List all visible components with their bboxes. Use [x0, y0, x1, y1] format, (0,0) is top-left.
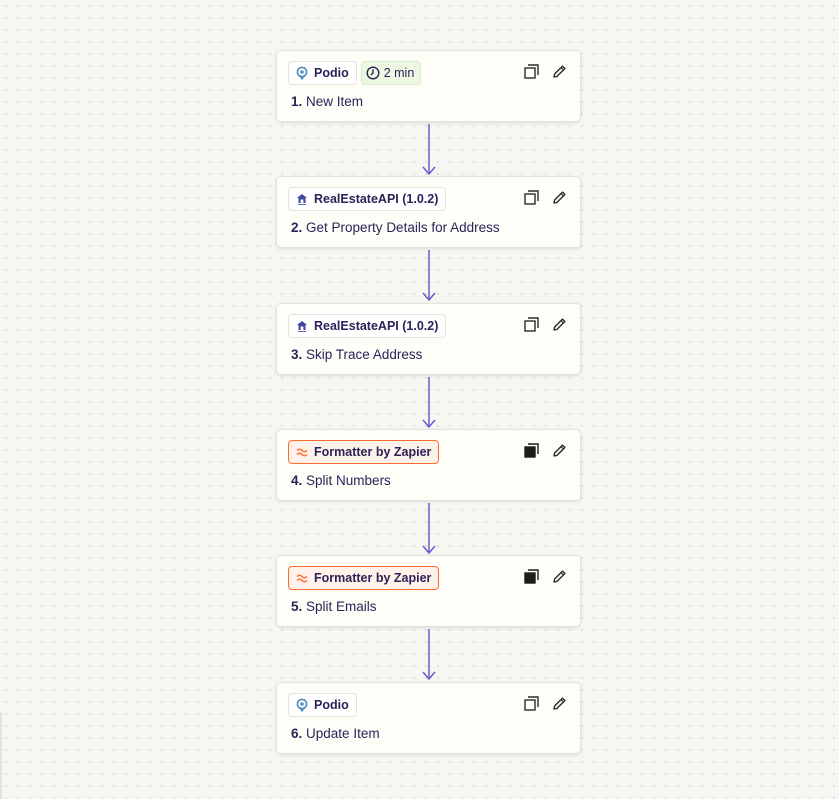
app-badge: Podio	[288, 61, 357, 85]
step-title: 6. Update Item	[291, 726, 380, 741]
app-name: RealEstateAPI (1.0.2)	[314, 192, 439, 206]
step-title: 1. New Item	[291, 94, 363, 109]
step-action: New Item	[306, 94, 364, 109]
step-action: Split Numbers	[306, 473, 391, 488]
connector-arrow	[422, 629, 436, 681]
connector-arrow	[422, 377, 436, 429]
duration-text: 2 min	[383, 66, 415, 80]
step-title: 2. Get Property Details for Address	[291, 220, 500, 235]
app-badge: RealEstateAPI (1.0.2)	[288, 187, 447, 211]
side-panel-edge	[0, 712, 2, 799]
copy-icon[interactable]	[523, 316, 540, 333]
step-number: 1.	[291, 94, 303, 109]
step-number: 6.	[291, 726, 303, 741]
step-card-4[interactable]: Formatter by Zapier 4. Split Numbers	[276, 429, 581, 501]
realestateapi-icon	[295, 319, 309, 333]
clock-icon	[366, 66, 380, 80]
app-badge: Podio	[288, 693, 357, 717]
step-action: Update Item	[306, 726, 380, 741]
app-name: Podio	[314, 698, 349, 712]
copy-filled-icon[interactable]	[523, 568, 540, 585]
step-number: 3.	[291, 347, 303, 362]
formatter-icon	[295, 571, 309, 585]
formatter-icon	[295, 445, 309, 459]
copy-icon[interactable]	[523, 63, 540, 80]
step-number: 4.	[291, 473, 303, 488]
copy-filled-icon[interactable]	[523, 442, 540, 459]
podio-icon	[295, 66, 309, 80]
connector-arrow	[422, 503, 436, 555]
pencil-icon[interactable]	[551, 695, 568, 712]
step-card-6[interactable]: Podio 6. Update Item	[276, 682, 581, 754]
pencil-icon[interactable]	[551, 316, 568, 333]
step-title: 4. Split Numbers	[291, 473, 391, 488]
step-title: 3. Skip Trace Address	[291, 347, 422, 362]
copy-icon[interactable]	[523, 189, 540, 206]
connector-arrow	[422, 124, 436, 176]
pencil-icon[interactable]	[551, 189, 568, 206]
copy-icon[interactable]	[523, 695, 540, 712]
app-name: RealEstateAPI (1.0.2)	[314, 319, 439, 333]
app-name: Formatter by Zapier	[314, 571, 432, 585]
step-title: 5. Split Emails	[291, 599, 377, 614]
step-action: Split Emails	[306, 599, 377, 614]
step-card-5[interactable]: Formatter by Zapier 5. Split Emails	[276, 555, 581, 627]
pencil-icon[interactable]	[551, 442, 568, 459]
duration-badge: 2 min	[360, 61, 422, 85]
step-card-3[interactable]: RealEstateAPI (1.0.2) 3. Skip Trace Addr…	[276, 303, 581, 375]
step-card-1[interactable]: Podio 2 min 1. New Item	[276, 50, 581, 122]
app-name: Podio	[314, 66, 349, 80]
step-action: Get Property Details for Address	[306, 220, 500, 235]
connector-arrow	[422, 250, 436, 302]
app-name: Formatter by Zapier	[314, 445, 432, 459]
app-badge: RealEstateAPI (1.0.2)	[288, 314, 447, 338]
podio-icon	[295, 698, 309, 712]
step-action: Skip Trace Address	[306, 347, 423, 362]
step-number: 5.	[291, 599, 303, 614]
step-card-2[interactable]: RealEstateAPI (1.0.2) 2. Get Property De…	[276, 176, 581, 248]
step-number: 2.	[291, 220, 303, 235]
realestateapi-icon	[295, 192, 309, 206]
app-badge: Formatter by Zapier	[288, 566, 440, 590]
app-badge: Formatter by Zapier	[288, 440, 440, 464]
pencil-icon[interactable]	[551, 63, 568, 80]
pencil-icon[interactable]	[551, 568, 568, 585]
